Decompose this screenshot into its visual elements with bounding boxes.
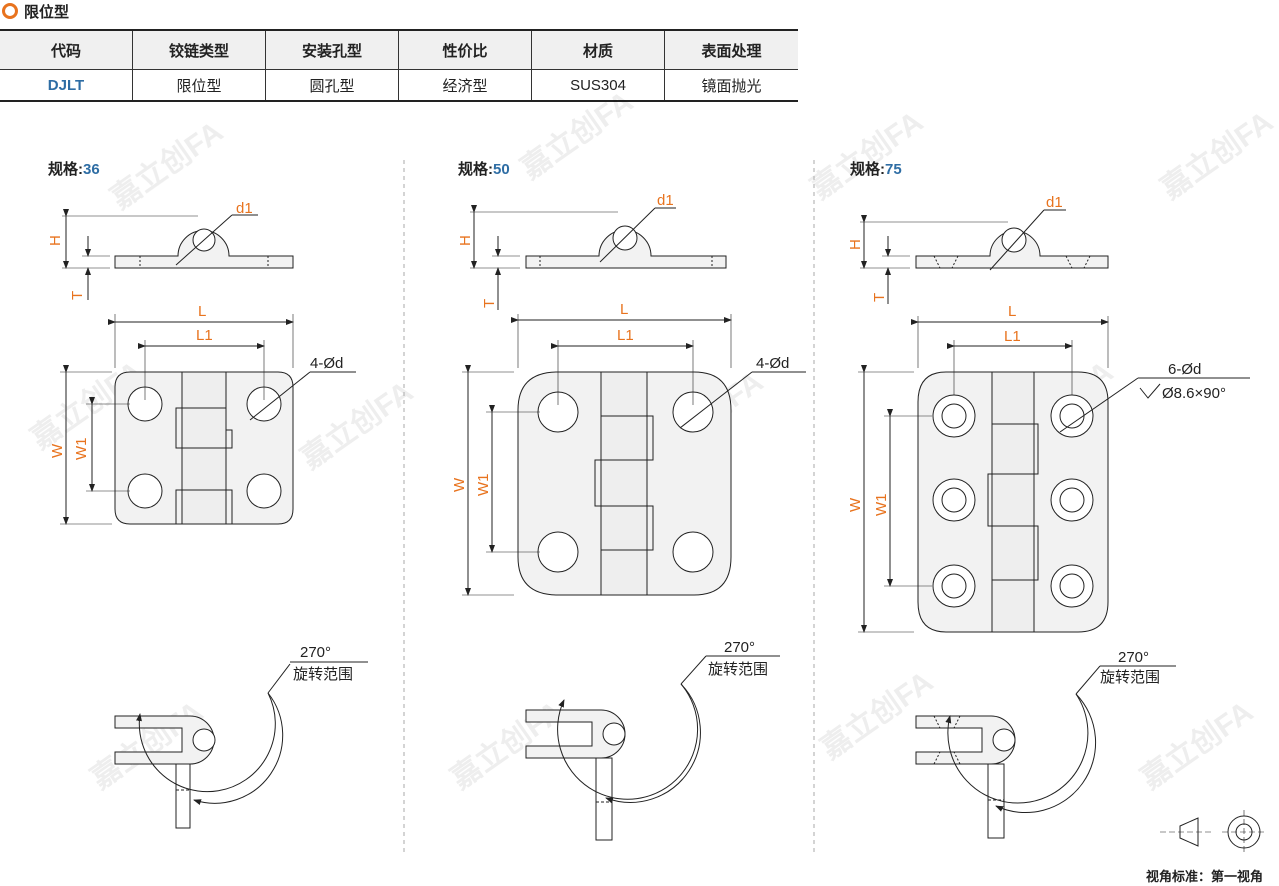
product-code: DJLT [0,69,133,102]
view-spec-75: 规格:75 d1 H T L L1 [847,160,1250,839]
rotation-label: 旋转范围 [1100,669,1160,686]
circle-icon [2,3,18,19]
hole-callout: 6-Ød [1168,361,1201,378]
dim-L: L [1008,303,1016,320]
header-cell: 性价比 [398,29,532,70]
dim-L1: L1 [617,327,634,344]
table-row: DJLT 限位型 圆孔型 经济型 SUS304 镜面抛光 [0,69,798,102]
dim-W1: W1 [873,494,890,517]
dim-L: L [198,303,206,320]
dim-H: H [847,239,864,250]
table-cell: 限位型 [132,69,266,102]
rotation-angle: 270° [1118,649,1149,666]
header-cell: 代码 [0,29,133,70]
dim-d1: d1 [236,200,253,217]
spec-label: 规格:50 [458,160,510,178]
dim-W: W [49,443,66,458]
dim-L: L [620,301,628,318]
header-cell: 表面处理 [664,29,798,70]
view-spec-36: 规格:36 d1 H T L L1 [47,160,368,829]
dim-d1: d1 [657,192,674,209]
dim-L1: L1 [1004,328,1021,345]
watermark: 嘉立创FA [815,664,940,765]
rotation-angle: 270° [300,644,331,661]
header-cell: 铰链类型 [132,29,266,70]
spec-table: 代码 铰链类型 安装孔型 性价比 材质 表面处理 DJLT 限位型 圆孔型 经济… [0,29,798,102]
header-cell: 材质 [531,29,665,70]
table-cell: SUS304 [531,69,665,102]
dim-W1: W1 [475,474,492,497]
watermark: 嘉立创FA [805,104,930,205]
watermark: 嘉立创FA [445,694,570,795]
spec-label: 规格:36 [48,160,100,178]
section-title: 限位型 [0,0,69,22]
dim-T: T [871,293,888,302]
rotation-label: 旋转范围 [293,666,353,683]
table-cell: 镜面抛光 [664,69,798,102]
dim-T: T [69,291,86,300]
watermark: 嘉立创FA [515,84,640,185]
countersunk-holes [932,394,1094,608]
hole-callout: 4-Ød [756,355,789,372]
dim-H: H [457,235,474,246]
header-cell: 安装孔型 [265,29,399,70]
watermark: 嘉立创FA [1155,104,1279,205]
dim-W: W [847,497,864,512]
dim-W1: W1 [73,438,90,461]
dim-d1: d1 [1046,194,1063,211]
watermark: 嘉立创FA [105,114,230,215]
spec-label: 规格:75 [850,160,902,178]
countersink-callout: Ø8.6×90° [1162,385,1226,402]
table-header-row: 代码 铰链类型 安装孔型 性价比 材质 表面处理 [0,29,798,70]
table-cell: 圆孔型 [265,69,399,102]
dim-H: H [47,235,64,246]
section-title-text: 限位型 [24,3,70,21]
dim-T: T [481,299,498,308]
projection-standard: 视角标准：第一视角 [1146,869,1263,884]
dim-L1: L1 [196,327,213,344]
dim-W: W [451,477,468,492]
watermark: 嘉立创FA [295,374,420,475]
watermark: 嘉立创FA [1135,694,1260,795]
rotation-label: 旋转范围 [708,661,768,678]
rotation-angle: 270° [724,639,755,656]
hole-callout: 4-Ød [310,355,343,372]
view-spec-50: 规格:50 d1 H T L L1 W [451,160,806,841]
first-angle-symbol-icon [1160,810,1266,854]
